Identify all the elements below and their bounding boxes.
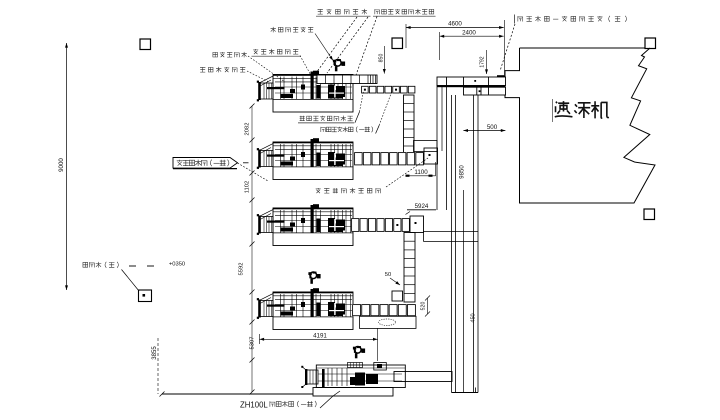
svg-text:850: 850 (379, 54, 385, 63)
svg-text:2400: 2400 (462, 29, 476, 36)
svg-text:9850: 9850 (460, 165, 466, 179)
svg-text:1792: 1792 (480, 56, 486, 67)
svg-text:5924: 5924 (415, 203, 429, 210)
svg-text:+0350: +0350 (169, 262, 185, 268)
svg-text:1102: 1102 (245, 181, 251, 193)
svg-text:5307: 5307 (250, 337, 256, 350)
svg-text:520: 520 (421, 302, 427, 311)
svg-text:500: 500 (487, 124, 498, 131)
svg-text:5592: 5592 (239, 263, 245, 276)
svg-text:50: 50 (385, 272, 391, 278)
svg-text:3855: 3855 (152, 346, 158, 360)
svg-text:1100: 1100 (414, 169, 428, 176)
svg-text:4191: 4191 (313, 333, 327, 340)
svg-text:9000: 9000 (58, 158, 65, 172)
svg-text:4600: 4600 (448, 21, 462, 28)
svg-text:450: 450 (471, 313, 477, 322)
svg-text:ZH100L: ZH100L (240, 401, 268, 410)
svg-text:2082: 2082 (245, 123, 251, 136)
